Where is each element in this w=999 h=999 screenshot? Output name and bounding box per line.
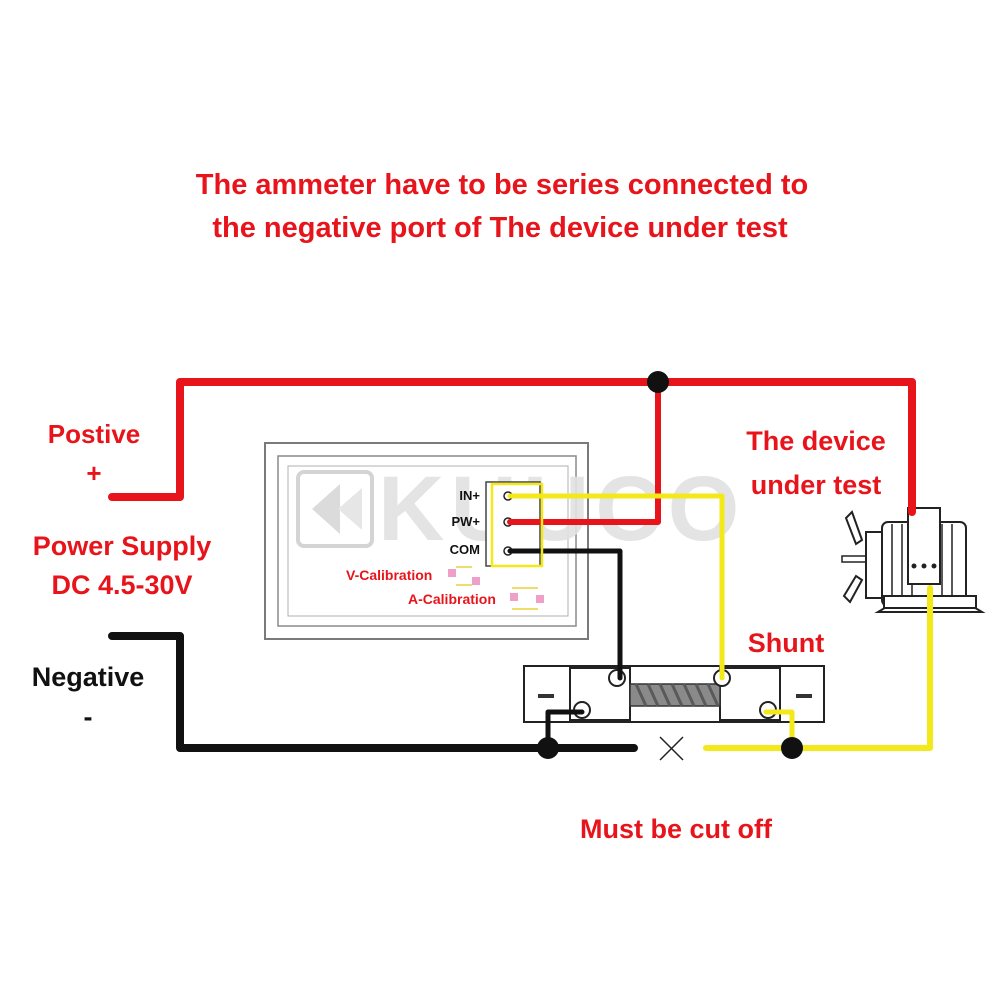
pw-plus-wire [507, 379, 661, 525]
cut-off-x-icon [659, 736, 684, 761]
power-supply-voltage: DC 4.5-30V [51, 570, 192, 600]
shunt-positive-lead [763, 709, 795, 751]
device-label-line-2: under test [751, 470, 882, 500]
junction-device-return [781, 737, 803, 759]
junction-positive [647, 371, 669, 393]
title-line-2: the negative port of The device under te… [212, 212, 788, 244]
meter-display-window [287, 465, 569, 617]
positive-wire [108, 378, 916, 516]
watermark-arrow-icon-2 [338, 488, 362, 530]
in-plus-wire [507, 493, 725, 681]
positive-label: Postive [48, 419, 141, 449]
title-line-1: The ammeter have to be series connected … [196, 169, 808, 201]
terminal-label-com: COM [450, 542, 480, 557]
watermark-logo: KUUCO [296, 458, 745, 560]
terminal-label-pw-plus: PW+ [451, 514, 480, 529]
shunt-screw-top-left [608, 669, 626, 687]
positive-sign: + [86, 458, 101, 488]
panel-meter: KUUCO IN+ PW+ COM V-Calibration A-Calibr… [264, 442, 745, 640]
fan-blade-top [844, 510, 864, 546]
shunt-label: Shunt [748, 628, 824, 658]
junction-negative [537, 737, 559, 759]
shunt-resistor-texture [634, 683, 720, 707]
negative-label: Negative [32, 662, 145, 692]
terminal-label-in-plus: IN+ [459, 488, 480, 503]
shunt-hole-left [538, 694, 554, 698]
v-calibration-label: V-Calibration [346, 567, 432, 583]
motor-terminal-3 [931, 563, 937, 569]
motor-terminal-2 [921, 563, 927, 569]
device-label-line-1: The device [746, 426, 886, 456]
motor-terminal-1 [911, 563, 917, 569]
fan-blade-bottom [842, 574, 864, 604]
motor-icon [841, 507, 986, 613]
wires [108, 378, 933, 752]
com-wire [507, 548, 623, 681]
watermark-text: KUUCO [378, 458, 745, 560]
shunt-hole-right [796, 694, 812, 698]
v-calibration-pad [448, 566, 480, 586]
watermark-emblem [296, 470, 374, 548]
a-calibration-pad [510, 587, 544, 610]
power-supply-label: Power Supply [33, 531, 212, 561]
watermark-arrow-icon [312, 484, 340, 534]
device-return-wire [703, 585, 933, 751]
in-plus-inner-loop [490, 482, 544, 568]
motor-terminal-box [907, 507, 941, 585]
cut-off-label: Must be cut off [580, 814, 773, 844]
negative-wire [108, 632, 638, 752]
shunt-negative-lead [545, 709, 585, 751]
a-calibration-label: A-Calibration [408, 591, 496, 607]
negative-sign: - [84, 702, 93, 732]
